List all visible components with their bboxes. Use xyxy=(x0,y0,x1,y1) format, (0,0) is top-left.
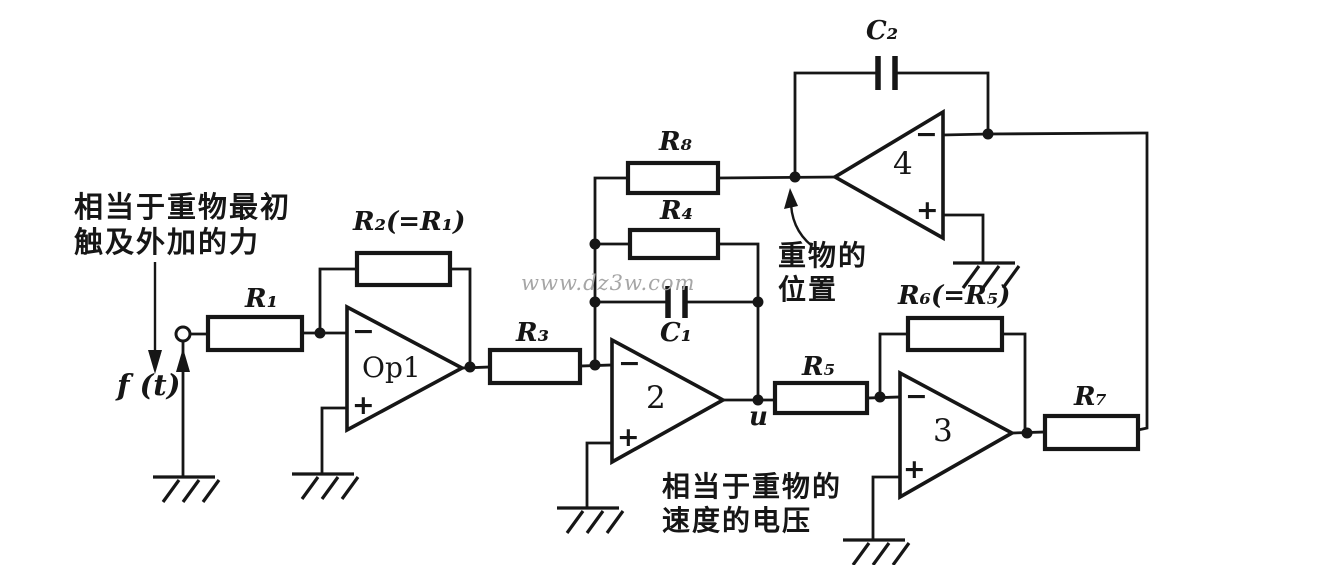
op3-inverting-sign: − xyxy=(905,381,928,412)
opamp-2-triangle xyxy=(610,336,727,466)
ground-symbol xyxy=(290,472,360,501)
capacitor-c1-plates xyxy=(665,286,688,318)
ground-symbol xyxy=(841,538,911,565)
wires xyxy=(181,71,1149,542)
annotation-weight-velocity: 相当于重物的 速度的电压 xyxy=(662,472,843,538)
label-r1: R₁ xyxy=(245,284,278,314)
resistor-r2-body xyxy=(354,250,453,288)
ground-symbol xyxy=(151,475,221,504)
resistor-r8-body xyxy=(625,160,721,196)
resistor-r7-body xyxy=(1042,413,1141,452)
ground-symbol xyxy=(555,506,625,535)
label-opamp-2: 2 xyxy=(646,380,666,416)
label-node-u: u xyxy=(749,402,768,432)
resistor-r5-body xyxy=(772,380,870,416)
label-opamp-op1: Op1 xyxy=(362,351,421,384)
opamp-3-triangle xyxy=(898,369,1016,501)
junction-dots xyxy=(314,128,1033,439)
resistor-r3-body xyxy=(487,347,583,386)
position-annotation-arrow xyxy=(784,188,813,247)
force-annotation-arrow xyxy=(148,262,162,374)
watermark-text: www.dz3w.com xyxy=(521,271,696,295)
capacitor-c2-plates xyxy=(875,56,898,90)
op2-inverting-sign: − xyxy=(618,348,641,379)
label-r4: R₄ xyxy=(660,196,693,226)
label-opamp-4: 4 xyxy=(893,146,913,182)
input-signal-arrow xyxy=(176,348,190,372)
label-r2: R₂(=R₁) xyxy=(353,207,466,237)
label-r8: R₈ xyxy=(659,127,692,157)
op4-inverting-sign: − xyxy=(915,119,938,150)
resistor-r1-body xyxy=(205,314,305,353)
label-r6: R₆(=R₅) xyxy=(898,281,1011,311)
op4-noninverting-sign: + xyxy=(916,195,939,226)
label-c1: C₁ xyxy=(660,318,693,348)
input-terminal xyxy=(174,325,192,343)
opamp-op1-triangle xyxy=(345,304,466,434)
resistor-r4-body xyxy=(627,227,721,261)
annotation-weight-position: 重物的 位置 xyxy=(778,241,869,307)
label-r5: R₅ xyxy=(802,352,835,382)
annotation-input-force: 相当于重物最初 触及外加的力 xyxy=(74,192,292,260)
label-r3: R₃ xyxy=(516,318,549,348)
label-c2: C₂ xyxy=(866,16,899,46)
op2-noninverting-sign: + xyxy=(617,422,640,453)
label-signal-f: f (t) xyxy=(117,368,181,402)
op1-inverting-sign: − xyxy=(352,316,375,347)
label-r7: R₇ xyxy=(1074,382,1107,412)
op3-noninverting-sign: + xyxy=(903,454,926,485)
opamp-4-triangle xyxy=(831,108,945,242)
resistor-r6-body xyxy=(905,315,1005,353)
label-opamp-3: 3 xyxy=(933,413,953,449)
op1-noninverting-sign: + xyxy=(352,390,375,421)
